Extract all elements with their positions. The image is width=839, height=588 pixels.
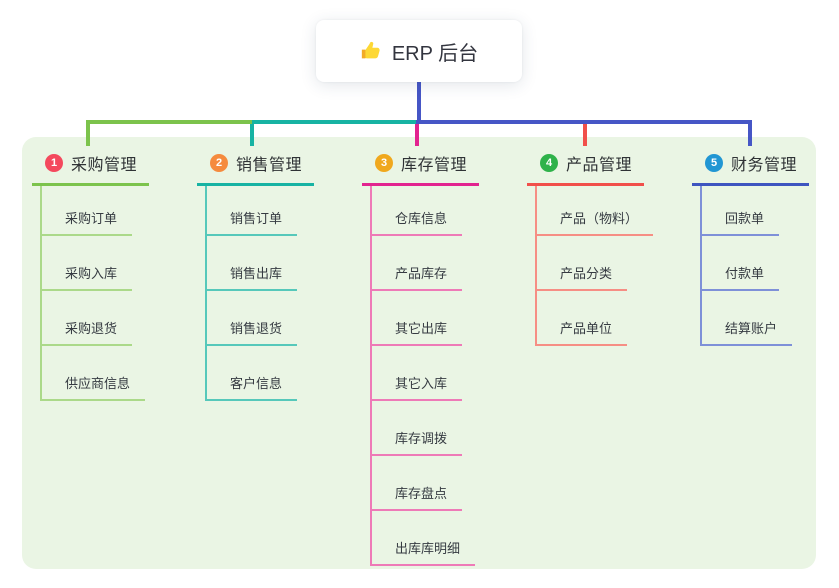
child-node-label[interactable]: 采购入库 (42, 263, 133, 291)
child-node-label[interactable]: 其它出库 (372, 318, 463, 346)
child-node-label[interactable]: 出库库明细 (372, 538, 476, 566)
child-node-label[interactable]: 产品（物料） (537, 208, 654, 236)
child-node-label[interactable]: 产品分类 (537, 263, 628, 291)
child-node: 采购退货 (42, 291, 149, 346)
child-node: 产品单位 (537, 291, 653, 346)
connector-drop-5 (748, 120, 752, 146)
connector-bar-segment-3 (416, 120, 752, 124)
connector-drop-1 (86, 120, 90, 146)
connector-bar-segment-2 (252, 120, 418, 124)
branch-title[interactable]: 2 销售管理 (197, 151, 315, 186)
child-node-label[interactable]: 库存调拨 (372, 428, 463, 456)
branch-2: 2 销售管理 销售订单销售出库销售退货客户信息 (197, 151, 315, 401)
branch-badge: 4 (540, 154, 558, 172)
branch-5: 5 财务管理 回款单付款单结算账户 (692, 151, 810, 346)
branch-4: 4 产品管理 产品（物料） 产品分类产品单位 (527, 151, 654, 346)
child-node-label[interactable]: 供应商信息 (42, 373, 146, 401)
branch-1: 1 采购管理 采购订单采购入库采购退货供应商信息 (32, 151, 150, 401)
child-node-label[interactable]: 仓库信息 (372, 208, 463, 236)
branch-label: 采购管理 (71, 157, 138, 174)
connector-drop-3 (415, 120, 419, 146)
child-node: 采购入库 (42, 236, 149, 291)
connector-drop-4 (583, 120, 587, 146)
child-node: 库存盘点 (372, 456, 479, 511)
branch-badge: 1 (45, 154, 63, 172)
child-node-label[interactable]: 产品单位 (537, 318, 628, 346)
branch-label: 销售管理 (236, 157, 303, 174)
child-node: 出库库明细 (372, 511, 479, 566)
child-node-label[interactable]: 客户信息 (207, 373, 298, 401)
child-node: 产品分类 (537, 236, 653, 291)
branch-badge: 3 (375, 154, 393, 172)
child-node: 结算账户 (702, 291, 809, 346)
branch-badge: 2 (210, 154, 228, 172)
branch-children: 回款单付款单结算账户 (700, 186, 809, 346)
branch-3: 3 库存管理 仓库信息产品库存其它出库其它入库库存调拨库存盘点出库库明细 (362, 151, 480, 566)
child-node-label[interactable]: 其它入库 (372, 373, 463, 401)
child-node: 仓库信息 (372, 186, 479, 236)
branches-panel (22, 137, 816, 569)
branch-badge: 5 (705, 154, 723, 172)
child-node: 其它出库 (372, 291, 479, 346)
branch-title[interactable]: 1 采购管理 (32, 151, 150, 186)
child-node: 回款单 (702, 186, 809, 236)
child-node-label[interactable]: 库存盘点 (372, 483, 463, 511)
child-node: 销售出库 (207, 236, 314, 291)
child-node-label[interactable]: 付款单 (702, 263, 780, 291)
child-node-label[interactable]: 产品库存 (372, 263, 463, 291)
child-node: 库存调拨 (372, 401, 479, 456)
connector-drop-2 (250, 120, 254, 146)
branch-title[interactable]: 4 产品管理 (527, 151, 645, 186)
branch-children: 仓库信息产品库存其它出库其它入库库存调拨库存盘点出库库明细 (370, 186, 479, 566)
child-node-label[interactable]: 回款单 (702, 208, 780, 236)
child-node: 客户信息 (207, 346, 314, 401)
child-node: 销售订单 (207, 186, 314, 236)
branch-children: 销售订单销售出库销售退货客户信息 (205, 186, 314, 401)
branch-label: 库存管理 (401, 157, 468, 174)
child-node-label[interactable]: 采购退货 (42, 318, 133, 346)
branch-label: 财务管理 (731, 157, 798, 174)
child-node-label[interactable]: 结算账户 (702, 318, 793, 346)
child-node: 销售退货 (207, 291, 314, 346)
root-label: ERP 后台 (391, 42, 479, 65)
connector-bar-segment-1 (86, 120, 254, 124)
root-node[interactable]: ERP 后台 (316, 20, 522, 82)
child-node: 产品库存 (372, 236, 479, 291)
child-node: 其它入库 (372, 346, 479, 401)
child-node-label[interactable]: 销售订单 (207, 208, 298, 236)
child-node-label[interactable]: 销售出库 (207, 263, 298, 291)
branch-children: 产品（物料） 产品分类产品单位 (535, 186, 654, 346)
branch-children: 采购订单采购入库采购退货供应商信息 (40, 186, 149, 401)
child-node: 产品（物料） (537, 186, 654, 236)
branch-title[interactable]: 3 库存管理 (362, 151, 480, 186)
branch-label: 产品管理 (566, 157, 633, 174)
child-node: 付款单 (702, 236, 809, 291)
thumbs-up-icon (360, 40, 382, 62)
child-node-label[interactable]: 采购订单 (42, 208, 133, 236)
child-node: 采购订单 (42, 186, 149, 236)
child-node: 供应商信息 (42, 346, 149, 401)
branch-title[interactable]: 5 财务管理 (692, 151, 810, 186)
root-stem (417, 82, 421, 122)
child-node-label[interactable]: 销售退货 (207, 318, 298, 346)
